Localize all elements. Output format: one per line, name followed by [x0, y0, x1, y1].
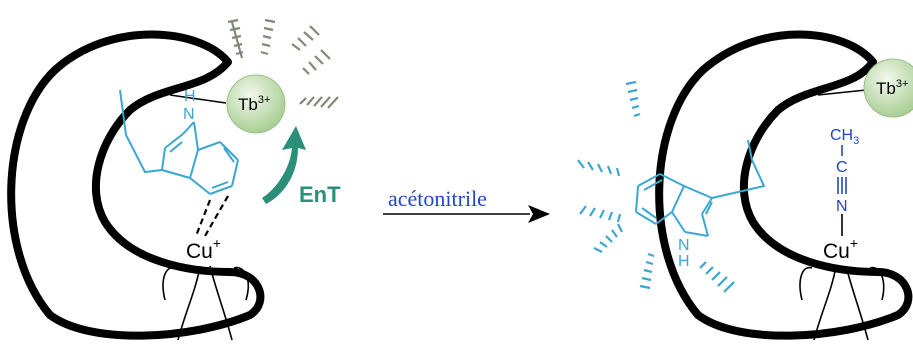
right-indole: [635, 139, 766, 237]
right-cu-label: Cu+: [823, 235, 858, 263]
left-h-label: H: [184, 88, 196, 105]
left-complex: Tb3+: [7, 18, 341, 341]
left-indole: [119, 89, 239, 195]
right-n-label: N: [836, 198, 848, 215]
ent-arrow: [262, 126, 306, 204]
right-ch3-label: CH3: [830, 127, 859, 147]
ent-label: EnT: [299, 182, 341, 207]
right-tb-label: Tb3+: [876, 78, 908, 98]
left-emission-rays: [227, 18, 339, 109]
right-tb-linker: [817, 89, 867, 96]
right-nh-label: N: [678, 237, 690, 254]
right-tb-sphere: [863, 58, 913, 118]
left-cu-label: Cu+: [186, 235, 221, 263]
left-cu-ligand-arcs: [162, 265, 250, 341]
right-triple-bond: [837, 177, 847, 194]
right-cu-ligand-arcs: [799, 265, 885, 341]
reaction-arrow: acétonitrile: [383, 186, 550, 223]
right-c-label: C: [836, 159, 848, 176]
right-h-label: H: [678, 253, 690, 270]
left-macrocycle: [7, 30, 265, 340]
left-tb-sphere: [226, 74, 286, 134]
right-complex: Tb3+ CH3 C N Cu+: [577, 30, 913, 341]
right-indole-rays: [577, 80, 735, 293]
reaction-arrow-label: acétonitrile: [388, 186, 487, 211]
right-macrocycle: [655, 30, 913, 340]
left-nh-label: N: [183, 106, 195, 123]
left-cu-coordination: [194, 195, 229, 237]
left-tb-linker: [169, 94, 227, 104]
left-tb-label: Tb3+: [238, 94, 270, 114]
